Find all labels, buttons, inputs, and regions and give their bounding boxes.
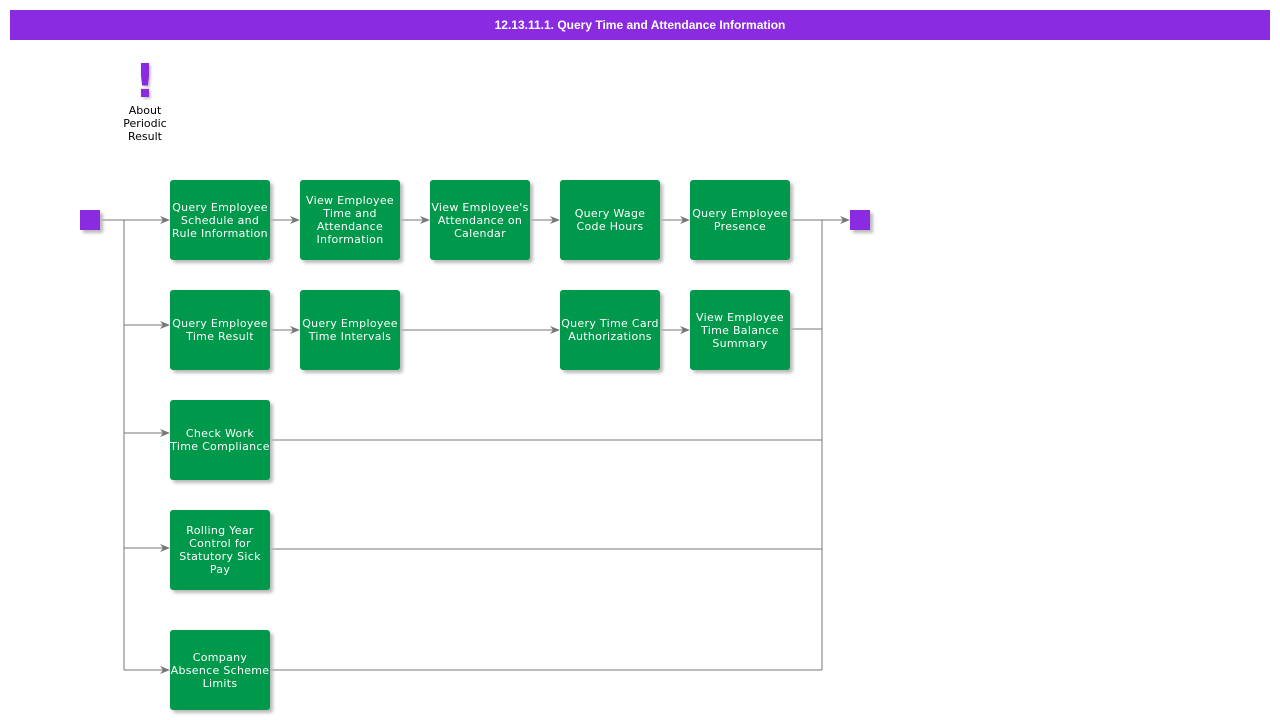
process-company-absence-scheme-limits[interactable]: Company Absence Scheme Limits	[170, 630, 270, 710]
exclamation-icon: !	[134, 54, 156, 108]
process-query-employee-time-intervals[interactable]: Query Employee Time Intervals	[300, 290, 400, 370]
process-check-work-time-compliance[interactable]: Check Work Time Compliance	[170, 400, 270, 480]
process-query-employee-presence[interactable]: Query Employee Presence	[690, 180, 790, 260]
diagram-title: 12.13.11.1. Query Time and Attendance In…	[10, 10, 1270, 40]
note-about-periodic-result[interactable]: ! About Periodic Result	[115, 58, 175, 143]
process-view-employee-time-attendance[interactable]: View Employee Time and Attendance Inform…	[300, 180, 400, 260]
end-node[interactable]	[850, 210, 870, 230]
process-view-time-balance-summary[interactable]: View Employee Time Balance Summary	[690, 290, 790, 370]
process-query-employee-schedule[interactable]: Query Employee Schedule and Rule Informa…	[170, 180, 270, 260]
process-query-wage-code-hours[interactable]: Query Wage Code Hours	[560, 180, 660, 260]
process-view-attendance-calendar[interactable]: View Employee's Attendance on Calendar	[430, 180, 530, 260]
start-node[interactable]	[80, 210, 100, 230]
process-rolling-year-control[interactable]: Rolling Year Control for Statutory Sick …	[170, 510, 270, 590]
note-label: About Periodic Result	[123, 104, 167, 143]
process-query-employee-time-result[interactable]: Query Employee Time Result	[170, 290, 270, 370]
process-query-time-card-authorizations[interactable]: Query Time Card Authorizations	[560, 290, 660, 370]
